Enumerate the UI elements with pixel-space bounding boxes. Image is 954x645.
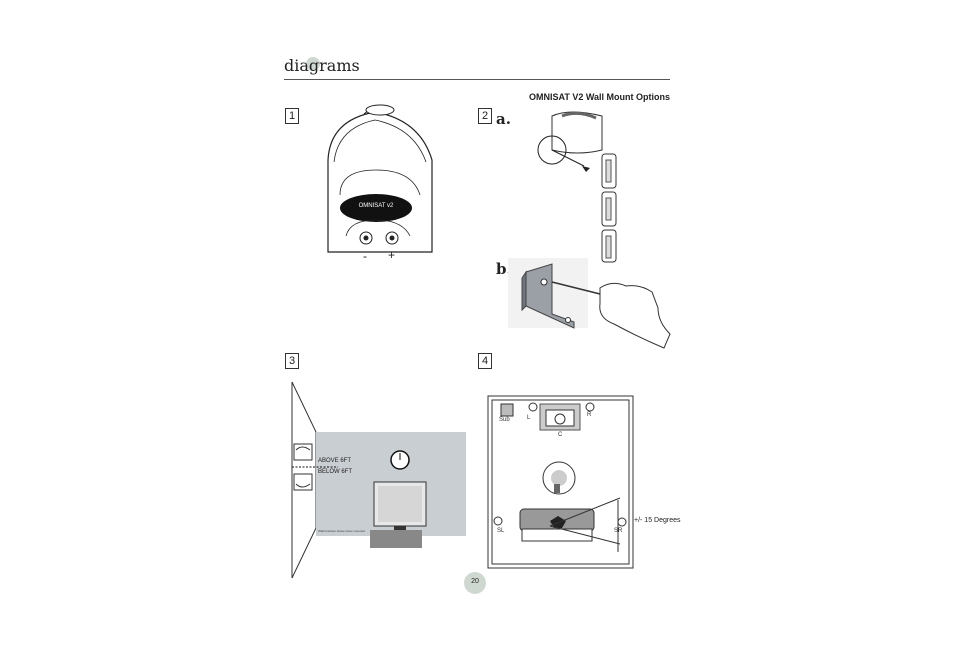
polarity-minus: -: [363, 249, 367, 263]
angle-note: +/- 15 Degrees: [634, 517, 681, 524]
figure-1-number: 1: [285, 108, 299, 124]
polarity-plus: +: [388, 248, 396, 262]
label-l: L: [527, 415, 531, 421]
step-b-label: b.: [496, 260, 512, 278]
figure-2-number: 2: [478, 108, 492, 124]
label-r: R: [587, 412, 592, 418]
wall-mount-step-b-illustration: [508, 258, 671, 349]
page-title: diagrams: [284, 56, 360, 75]
mount-options-title: OMNISAT V2 Wall Mount Options: [529, 92, 670, 102]
figure-3-number: 3: [285, 353, 299, 369]
above-6ft-label: ABOVE 6FT: [318, 458, 352, 464]
wall-mount-step-a-illustration: [537, 111, 617, 263]
label-c: C: [558, 432, 563, 438]
page-number-circle: [464, 572, 486, 594]
title-decoration-circle: [306, 57, 320, 71]
step-a-label: a.: [496, 110, 511, 128]
label-sub: Sub: [499, 417, 510, 423]
page-number: 20: [471, 578, 479, 585]
wall-fine-print: Wall brackets below show mounted: [318, 529, 365, 533]
surround-layout-diagram: [487, 395, 634, 569]
room-wall-illustration: [291, 381, 466, 579]
below-6ft-label: BELOW 6FT: [318, 469, 353, 475]
label-sr: SR: [614, 528, 623, 534]
title-rule: [284, 79, 670, 80]
speaker-back-illustration: [327, 104, 433, 253]
figure-4-number: 4: [478, 353, 492, 369]
speaker-brand-label: OMNISAT v2: [358, 203, 394, 209]
label-sl: SL: [497, 528, 505, 534]
